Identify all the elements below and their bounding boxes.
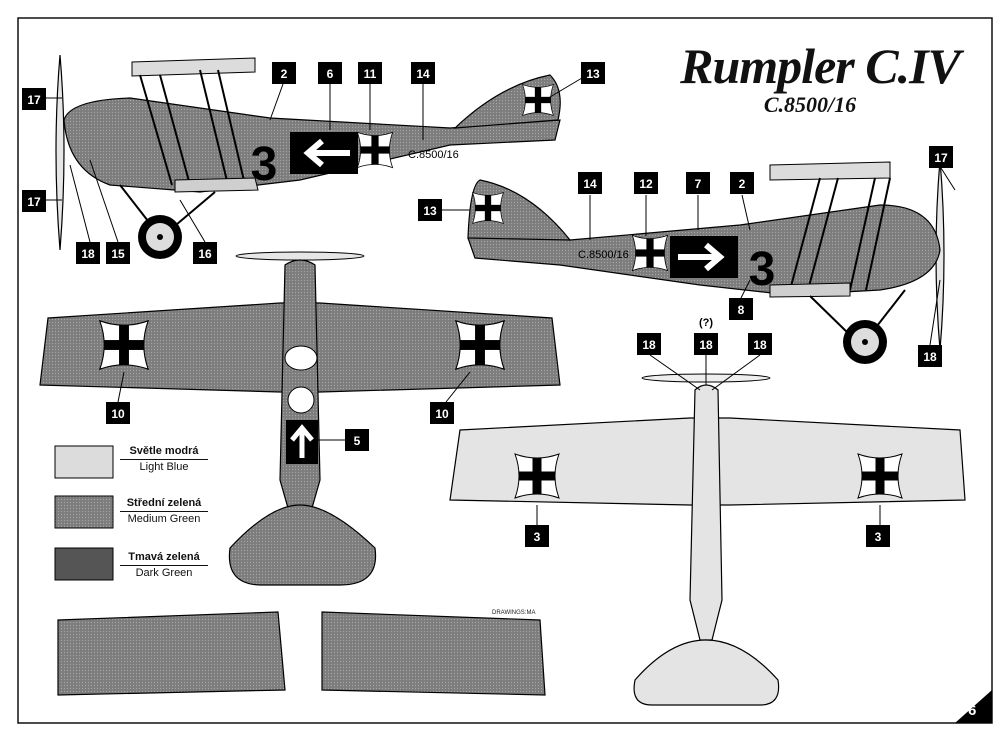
svg-text:14: 14 (583, 177, 597, 191)
svg-text:11: 11 (364, 67, 377, 81)
svg-text:18: 18 (753, 338, 767, 352)
page-frame (17, 17, 993, 724)
callout-6: 6 (318, 62, 342, 84)
svg-text:2: 2 (281, 67, 288, 81)
legend-label-en: Light Blue (139, 461, 189, 473)
callout-12: 12 (634, 172, 658, 194)
lower-wing (174, 177, 259, 193)
tailplane-bottom (633, 639, 780, 706)
tailplane-top (228, 504, 377, 586)
svg-text:15: 15 (111, 247, 125, 261)
page-number: 6 (968, 702, 977, 719)
legend-swatch-dark-green (54, 547, 114, 581)
callout-7: 7 (686, 172, 710, 194)
callout-3-right: 3 (866, 525, 890, 547)
svg-text:17: 17 (27, 195, 41, 209)
lower-wing (769, 282, 851, 298)
propeller (55, 54, 65, 251)
svg-text:14: 14 (416, 67, 430, 81)
callout-18-bottom-c: 18 (748, 333, 772, 355)
lower-wing-plan-right (321, 611, 546, 696)
svg-text:17: 17 (934, 151, 948, 165)
legend-label-cz: Světle modrá (120, 444, 208, 460)
callout-17-right: 17 (929, 146, 953, 168)
svg-text:18: 18 (699, 338, 713, 352)
callout-13-right: 13 (418, 199, 442, 221)
callout-18-left: 18 (76, 242, 100, 264)
svg-text:10: 10 (111, 407, 125, 421)
callout-18-bottom-b: 18 (694, 333, 718, 355)
svg-text:6: 6 (327, 67, 334, 81)
callout-10-right: 10 (430, 402, 454, 424)
svg-text:3: 3 (875, 530, 882, 544)
legend-label-en: Dark Green (135, 567, 193, 579)
callout-14-right: 14 (578, 172, 602, 194)
svg-text:7: 7 (695, 177, 702, 191)
drawing-subtitle: C.8500/16 (763, 92, 857, 117)
top-view (39, 251, 561, 586)
legend-swatch-light-blue (54, 445, 114, 479)
callout-15: 15 (106, 242, 130, 264)
callout-14-left: 14 (411, 62, 435, 84)
svg-text:17: 17 (27, 93, 41, 107)
callout-16: 16 (193, 242, 217, 264)
svg-text:2: 2 (739, 177, 746, 191)
fuselage-number-right: 3 (749, 243, 776, 296)
right-side-view (467, 159, 945, 364)
callout-17-left-top: 17 (22, 88, 46, 110)
svg-text:18: 18 (81, 247, 95, 261)
svg-text:18: 18 (642, 338, 656, 352)
svg-text:18: 18 (923, 350, 937, 364)
callout-3-left: 3 (525, 525, 549, 547)
legend-swatch-medium-green (54, 495, 114, 529)
drawing-credit: DRAWINGS:MA (492, 610, 536, 616)
serial-marking-right: C.8500/16 (578, 249, 629, 261)
page-corner (955, 690, 992, 723)
callout-2-left: 2 (272, 62, 296, 84)
legend-label-en: Medium Green (127, 513, 201, 525)
callout-labels: 2 6 11 14 13 17 17 18 15 16 17 14 12 7 2… (22, 62, 953, 547)
svg-text:13: 13 (586, 67, 600, 81)
upper-wing (131, 57, 256, 77)
callout-13-left: 13 (581, 62, 605, 84)
svg-text:10: 10 (435, 407, 449, 421)
left-side-view (55, 54, 561, 259)
legend-item-dark-green: Tmavá zelená Dark Green (120, 550, 208, 580)
legend-item-light-blue: Světle modrá Light Blue (120, 444, 208, 474)
callout-18-right: 18 (918, 345, 942, 367)
callout-11: 11 (358, 62, 382, 84)
svg-text:12: 12 (639, 177, 653, 191)
legend-label-cz: Střední zelená (120, 496, 208, 512)
callout-5: 5 (345, 429, 369, 451)
svg-text:16: 16 (198, 247, 212, 261)
callout-10-left: 10 (106, 402, 130, 424)
unknown-marker: (?) (699, 317, 713, 329)
fuselage-number-left: 3 (251, 138, 278, 191)
lower-wing-plan-left (57, 611, 286, 696)
svg-text:13: 13 (423, 204, 437, 218)
svg-text:5: 5 (354, 434, 361, 448)
upper-wing (769, 161, 891, 181)
callout-18-bottom-a: 18 (637, 333, 661, 355)
drawing-title: Rumpler C.IV (680, 38, 961, 94)
serial-marking-left: C.8500/16 (408, 149, 459, 161)
legend-label-cz: Tmavá zelená (120, 550, 208, 566)
fuselage-bottom (689, 384, 723, 641)
legend-item-medium-green: Střední zelená Medium Green (120, 496, 208, 526)
callout-8: 8 (729, 298, 753, 320)
callout-17-left-bottom: 17 (22, 190, 46, 212)
svg-text:3: 3 (534, 530, 541, 544)
svg-text:8: 8 (738, 303, 745, 317)
callout-2-right: 2 (730, 172, 754, 194)
